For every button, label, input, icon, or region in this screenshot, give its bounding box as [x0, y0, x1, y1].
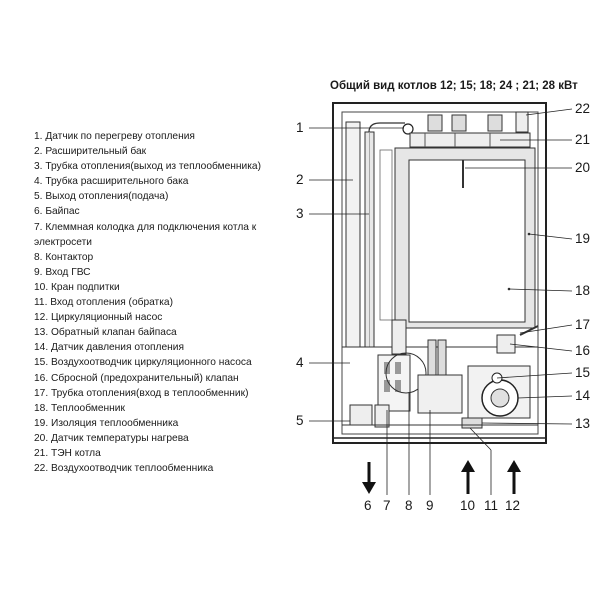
- callout-number: 22: [575, 101, 591, 116]
- leader-line: [528, 233, 573, 240]
- terminal-block: [377, 354, 411, 412]
- legend-item: 3. Трубка отопления(выход из теплообменн…: [34, 161, 261, 173]
- top-fitting: [487, 114, 503, 132]
- legend-item: 22. Воздухоотводчик теплообменника: [34, 463, 214, 475]
- callout-number: 11: [484, 498, 499, 513]
- legend-item: 19. Изоляция теплообменника: [34, 417, 179, 429]
- pipe-stub: [349, 404, 373, 426]
- leader-line: [496, 372, 573, 379]
- callout-number: 20: [575, 160, 591, 175]
- legend-item: 4. Трубка расширительного бака: [34, 176, 189, 188]
- diagram-title: Общий вид котлов 12; 15; 18; 24 ; 21; 28…: [330, 80, 578, 92]
- legend-item: 11. Вход отопления (обратка): [34, 297, 173, 309]
- dhw-inlet-block: [417, 374, 463, 414]
- top-fitting: [427, 114, 443, 132]
- callout-number: 7: [383, 498, 391, 513]
- bypass-check-valve: [461, 417, 483, 429]
- legend-item: 9. Вход ГВС: [34, 266, 91, 278]
- legend-item: 5. Выход отопления(подача): [34, 191, 169, 203]
- legend-item: 6. Байпас: [34, 206, 80, 218]
- leader-line: [508, 288, 573, 292]
- pipe-stub: [374, 404, 390, 428]
- callout-number: 3: [296, 206, 304, 221]
- leader-line: [469, 427, 492, 451]
- casing-inner-frame: [341, 111, 539, 435]
- callout-number: 18: [575, 283, 591, 298]
- callout-number: 16: [575, 343, 591, 358]
- leader-line: [525, 108, 573, 116]
- arrow-down-icon: [362, 462, 376, 494]
- air-vent-top: [515, 111, 529, 133]
- heat-exchanger: [408, 159, 526, 323]
- contactor: [391, 319, 407, 355]
- callout-number: 21: [575, 132, 591, 147]
- callout-number: 12: [505, 498, 521, 513]
- callout-number: 9: [426, 498, 434, 513]
- heat-exchanger-inlet-pipe: [519, 325, 539, 336]
- legend-item: 12. Циркуляционный насос: [34, 312, 163, 324]
- leader-line: [517, 395, 573, 399]
- legend-item: 15. Воздухоотводчик циркуляционного насо…: [34, 357, 252, 369]
- callout-number: 1: [296, 120, 304, 135]
- legend-item: 1. Датчик по перегреву отопления: [34, 131, 195, 142]
- expansion-tank: [345, 121, 361, 348]
- callout-number: 17: [575, 317, 591, 332]
- callout-number: 4: [296, 355, 304, 370]
- relief-valve: [496, 334, 516, 354]
- leader-line: [481, 422, 573, 425]
- top-fitting: [451, 114, 467, 132]
- legend: 1. Датчик по перегреву отопления 2. Расш…: [34, 129, 302, 476]
- callout-number: 13: [575, 416, 591, 431]
- legend-item: 17. Трубка отопления(вход в теплообменни…: [34, 387, 249, 399]
- callout-number: 8: [405, 498, 413, 513]
- legend-item: 21. ТЭН котла: [34, 447, 101, 459]
- leader-line: [509, 343, 573, 352]
- legend-item: 10. Кран подпитки: [34, 281, 120, 293]
- legend-item: 8. Контактор: [34, 251, 94, 263]
- callout-number: 14: [575, 388, 591, 403]
- callout-number: 2: [296, 172, 304, 187]
- callout-number: 19: [575, 231, 591, 246]
- legend-item: 14. Датчик давления отопления: [34, 342, 184, 354]
- arrow-up-icon: [507, 460, 521, 494]
- callout-number: 10: [460, 498, 476, 513]
- callout-number: 6: [364, 498, 372, 513]
- callout-number: 15: [575, 365, 591, 380]
- top-pipe-bend: [368, 122, 405, 133]
- legend-item: 20. Датчик температуры нагрева: [34, 432, 189, 444]
- callout-number: 5: [296, 413, 304, 428]
- arrow-up-icon: [461, 460, 475, 494]
- legend-item: 18. Теплообменник: [34, 402, 125, 414]
- legend-item: 7. Клеммная колодка для подключения котл…: [34, 221, 257, 248]
- overheat-sensor: [402, 123, 414, 135]
- legend-item: 16. Сбросной (предохранительный) клапан: [34, 372, 239, 384]
- legend-item: 2. Расширительный бак: [34, 146, 147, 158]
- leader-line: [519, 324, 573, 334]
- legend-item: 13. Обратный клапан байпаса: [34, 327, 177, 339]
